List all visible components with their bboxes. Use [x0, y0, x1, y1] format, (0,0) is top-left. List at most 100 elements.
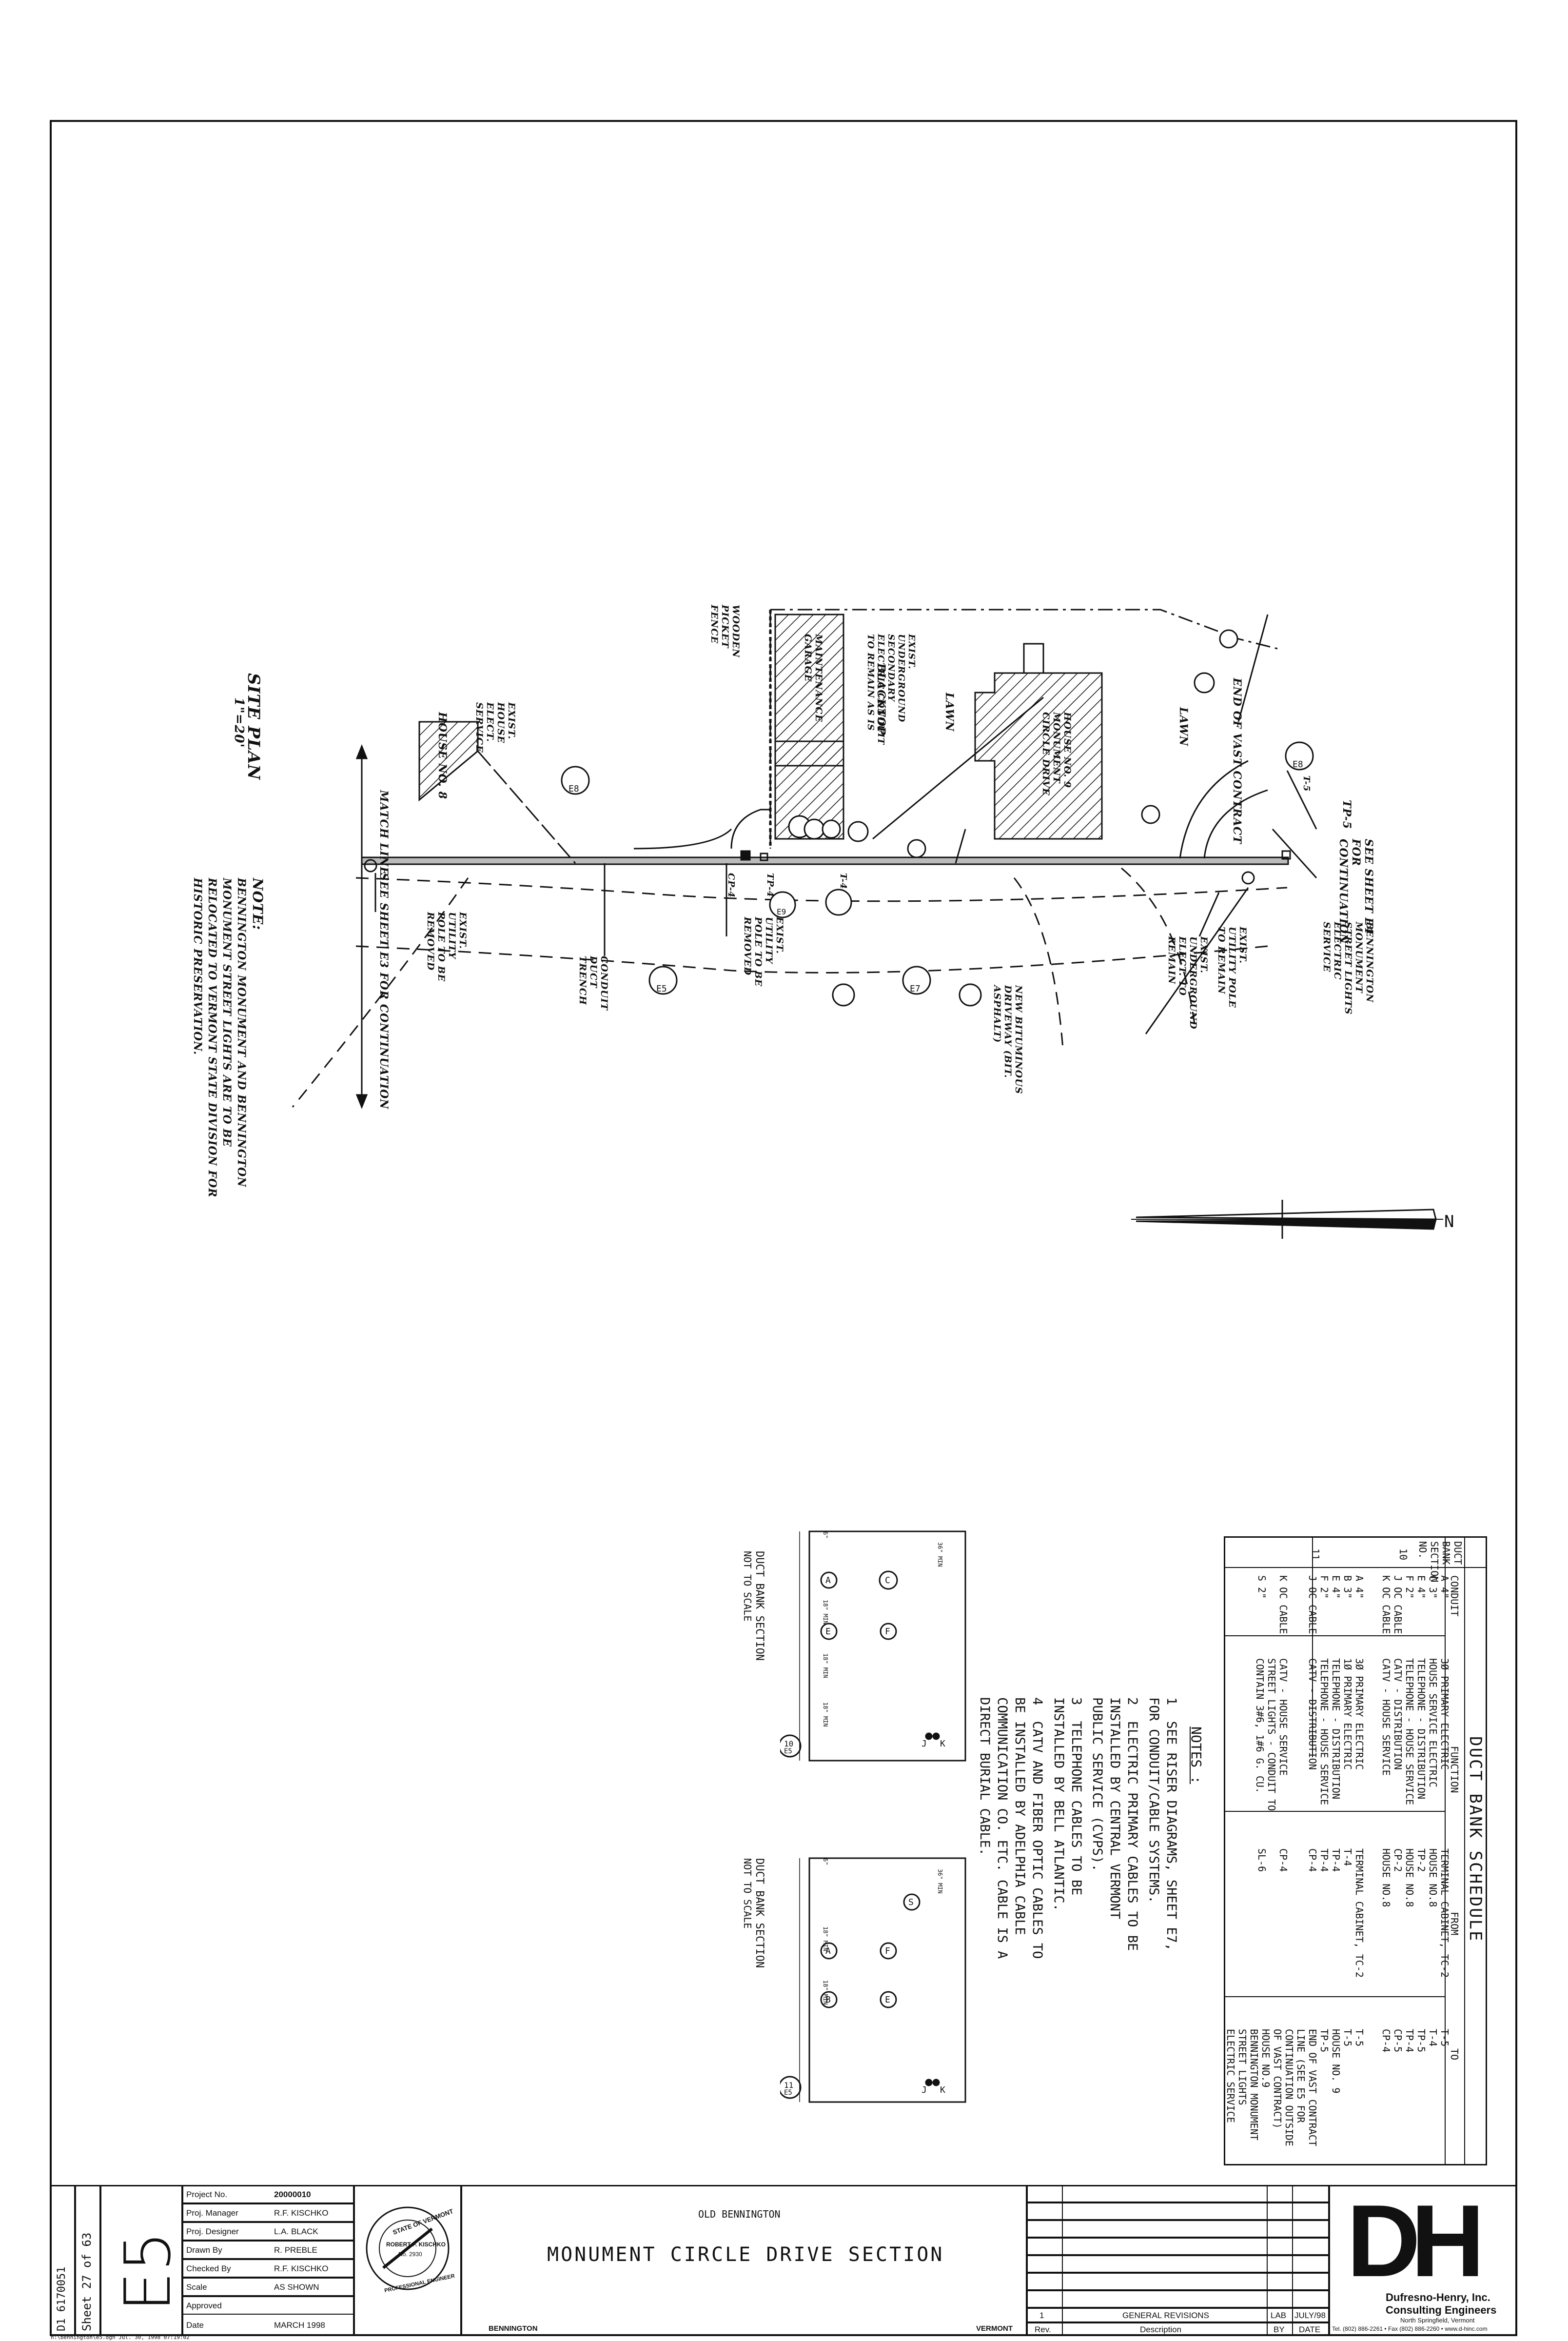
- label-wood-fence: WOODEN PICKET FENCE: [709, 605, 741, 658]
- label-road-note: NEW BITUMINOUS DRIVEWAY (BIT. ASPHALT): [992, 985, 1024, 1094]
- town-name: BENNINGTON: [489, 2324, 538, 2333]
- section-10-title: DUCT BANK SECTION: [753, 1551, 765, 1661]
- label-pole-removed-1: EXIST. UTILITY POLE TO BE REMOVED: [425, 912, 468, 982]
- field-value-proj-designer: L.A. BLACK: [274, 2227, 318, 2236]
- rev-header-rev: Rev.: [1035, 2325, 1051, 2334]
- row11-fn-2: 1Ø PRIMARY ELECTRIC: [1342, 1658, 1353, 1770]
- note-title: NOTE:: [250, 878, 266, 931]
- note-text-3: TELEPHONE CABLES TO BE INSTALLED BY BELL…: [1051, 1697, 1084, 1911]
- section-10-cable-k: [932, 1732, 940, 1740]
- sheet-id: E5: [111, 2231, 185, 2312]
- field-value-date: MARCH 1998: [274, 2321, 325, 2330]
- row10-from-4: HOUSE NO.8: [1404, 1848, 1415, 1907]
- row10-from-3: TP-2: [1415, 1848, 1427, 1872]
- section-10-conduit-a: [820, 1571, 838, 1589]
- row11-conduit-b: B 3": [1342, 1575, 1353, 1599]
- rev-description: GENERAL REVISIONS: [1122, 2311, 1209, 2320]
- note-text-2: ELECTRIC PRIMARY CABLES TO BE INSTALLED …: [1090, 1697, 1140, 1951]
- label-house-8: HOUSE NO. 8: [436, 712, 449, 800]
- row10-from-5: CP-2: [1392, 1848, 1404, 1872]
- row10-to-6: CP-4: [1380, 2029, 1392, 2053]
- label-pole-removed-2: EXIST. UTILITY POLE TO BE REMOVED: [742, 917, 785, 987]
- label-bennington-lights: BENNINGTON MONUMENT STREET LIGHTS ELECTR…: [1321, 922, 1375, 1015]
- row10-conduit-c: C 3": [1427, 1575, 1439, 1599]
- row11-conduit-s: S 2": [1256, 1575, 1268, 1599]
- section-10-label-a: A: [825, 1575, 831, 1586]
- label-exist-elec-service: EXIST. HOUSE ELECT. SERVICE: [474, 702, 517, 753]
- row11-from-1: TERMINAL CABINET, TC-2: [1353, 1848, 1365, 1978]
- file-path: n:\bennington\e5.dgn Jul. 30, 1998 07:19…: [51, 2334, 190, 2341]
- marker-e7: E7: [910, 984, 921, 994]
- company-name: Dufresno-Henry, Inc.: [1386, 2291, 1490, 2303]
- sheet-count: Sheet 27 of 63: [80, 2233, 94, 2331]
- section-11-cable-k: [932, 2079, 940, 2086]
- state-name: VERMONT: [976, 2324, 1013, 2333]
- label-lawn-2: LAWN: [943, 693, 956, 732]
- marker-e9: E9: [777, 907, 786, 916]
- section-10-dim-3: 18" MIN: [822, 1600, 829, 1625]
- company-address: North Springfield, Vermont: [1400, 2317, 1475, 2324]
- rev-by: LAB: [1271, 2311, 1287, 2320]
- row11-fn-3: TELEPHONE - DISTRIBUTION: [1330, 1658, 1342, 1799]
- row11-from-4: TP-4: [1318, 1848, 1330, 1872]
- company-contact: Tel. (802) 886-2261 • Fax (802) 886-2260…: [1332, 2325, 1488, 2332]
- site-plan-scale: 1"=20': [232, 697, 246, 748]
- row10-fn-3: TELEPHONE - DISTRIBUTION: [1415, 1658, 1427, 1799]
- section-11-conduit-f: [880, 1942, 897, 1960]
- section-11-subtitle: NOT TO SCALE: [742, 1858, 753, 1929]
- section-10-label-f: F: [885, 1627, 890, 1637]
- duct-trench: [361, 856, 1289, 865]
- row10-fn-5: CATV - DISTRIBUTION: [1392, 1658, 1404, 1770]
- row10-to-4: TP-4: [1404, 2029, 1415, 2053]
- row10-conduit-k: K OC CABLE: [1380, 1575, 1392, 1634]
- section-10-label-e: E: [825, 1627, 831, 1637]
- row10-to-1: T-5: [1439, 2029, 1450, 2047]
- row11-from-3: TP-4: [1330, 1848, 1342, 1872]
- schedule-header-section: DUCT BANK SECTION NO.: [1417, 1541, 1464, 1583]
- label-underground: EXIST. UNDERGROUND ELECT. TO REMAIN: [1166, 936, 1209, 1030]
- row10-from-6: HOUSE NO.8: [1380, 1848, 1392, 1907]
- label-match-line: MATCH LINE: [377, 790, 390, 876]
- label-t4: T-4: [838, 873, 848, 890]
- project-title: OLD BENNINGTON: [698, 2208, 781, 2220]
- row11-conduit-a: A 4": [1353, 1575, 1365, 1599]
- label-tp4: TP-4: [765, 873, 775, 897]
- section-10-label-c: C: [885, 1575, 890, 1586]
- row11-conduit-f: F 2": [1318, 1575, 1330, 1599]
- row10-to-5: CP-5: [1392, 2029, 1404, 2053]
- field-label-proj-manager: Proj. Manager: [186, 2208, 238, 2218]
- sheet-number: 27: [80, 2275, 94, 2289]
- section-10-conduit-c: [879, 1570, 898, 1590]
- row11-conduit-j: J OC CABLE: [1307, 1575, 1318, 1634]
- section-11-label-e: E: [885, 1995, 890, 2005]
- pe-seal: [366, 2206, 450, 2290]
- label-house-9: HOUSE NO. 9 MONUMENT CIRCLE DRIVE: [1040, 712, 1073, 796]
- note-item-3: 3 TELEPHONE CABLES TO BE INSTALLED BY BE…: [1050, 1697, 1085, 1970]
- sheet-total: 63: [80, 2232, 94, 2247]
- section-11-conduit-e: [880, 1991, 897, 2008]
- row10-conduit-e: E 4": [1415, 1575, 1427, 1599]
- row10-fn-1: 3Ø PRIMARY ELECTRIC: [1439, 1658, 1450, 1770]
- note-num-1: 1: [1164, 1697, 1179, 1706]
- section-10-conduit-f: [880, 1623, 897, 1640]
- row11-fn-7: STREET LIGHTS - CONDUIT TO CONTAIN 3#6, …: [1254, 1658, 1277, 1811]
- section-11-trench: [808, 1857, 966, 2103]
- section-11-number: 11: [784, 2081, 794, 2090]
- note-item-1: 1 SEE RISER DIAGRAMS, SHEET E7, FOR COND…: [1145, 1697, 1180, 1970]
- rev-header-by: BY: [1274, 2325, 1285, 2334]
- section-11-conduit-a: [820, 1942, 838, 1960]
- field-label-proj-designer: Proj. Designer: [186, 2227, 239, 2236]
- section-11-label-s: S: [908, 1897, 914, 1907]
- notes-title: NOTES :: [1188, 1726, 1204, 1785]
- marker-e8a: E8: [568, 784, 579, 794]
- label-t5: T-5: [1301, 775, 1312, 792]
- label-cp4: CP-4: [726, 873, 736, 898]
- field-label-drawn-by: Drawn By: [186, 2245, 222, 2255]
- company-tagline: Consulting Engineers: [1386, 2304, 1497, 2316]
- rev-header-date: DATE: [1299, 2325, 1321, 2334]
- row11-fn-4: TELEPHONE - HOUSE SERVICE: [1318, 1658, 1330, 1805]
- row10-fn-2: HOUSE SERVICE ELECTRIC: [1427, 1658, 1439, 1787]
- note-body: BENNINGTON MONUMENT AND BENNINGTON MONUM…: [191, 878, 248, 1198]
- section-11-label-b: B: [825, 1995, 831, 2005]
